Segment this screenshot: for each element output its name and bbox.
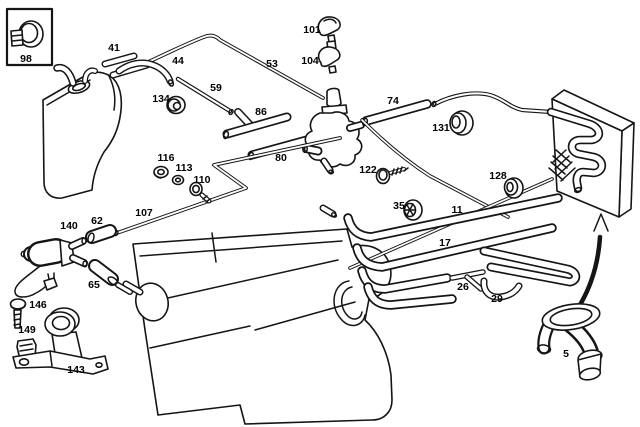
part-label-5: 5 [563,348,569,360]
part-label-35: 35 [393,200,405,212]
part-label-143: 143 [67,364,85,376]
part-labels: 98 41 44 53 59 134 86 80 101 104 74 131 128 122 35 11 17… [18,24,569,376]
part-label-26: 26 [457,281,469,293]
part-label-101: 101 [303,24,321,36]
bracket-143 [12,307,109,375]
bolt-146 [9,298,27,329]
tube-74 [361,99,432,127]
screw-122 [375,166,409,185]
engine-block [122,204,393,425]
check-valve [302,87,365,175]
part-label-113: 113 [176,162,193,174]
grommet-128 [503,177,524,199]
part-label-44: 44 [172,55,184,67]
part-label-41: 41 [108,42,120,54]
part-label-104: 104 [301,55,319,67]
part-label-146: 146 [29,299,47,311]
part-label-131: 131 [432,122,450,134]
part-label-74: 74 [387,95,399,107]
part-label-122: 122 [359,164,377,176]
part-label-53: 53 [266,58,278,70]
bulkhead-panel [546,89,635,218]
grommet-134 [166,95,186,115]
part-label-116: 116 [158,152,175,164]
hose-62 [85,224,117,244]
hose-29 [480,277,523,301]
part-label-62: 62 [91,215,103,227]
tube-bundle [343,193,563,310]
hose-to-panel [431,91,554,115]
part-label-86: 86 [255,106,267,118]
pipe-53 [126,33,325,100]
grommet-35 [403,199,423,221]
grommet-131 [449,110,474,136]
part-label-134: 134 [152,93,170,105]
pipe-from-valve [360,118,510,219]
u-bridge-tube [479,246,581,287]
bolt-110 [189,181,212,204]
part-label-65: 65 [88,279,100,291]
reservoir-tank [42,63,123,199]
part-label-29: 29 [491,293,503,305]
part-label-80: 80 [275,152,287,164]
washer-113 [171,174,185,186]
clip-101 [317,16,341,43]
valve-140 [14,237,88,298]
nut-116 [153,165,169,179]
part-label-11: 11 [451,204,462,216]
hose-65 [88,259,133,295]
part-label-140: 140 [60,220,78,232]
part-label-110: 110 [194,174,211,186]
part-label-59: 59 [210,82,222,94]
part-label-107: 107 [135,207,153,219]
pipe-59 [175,76,234,116]
hose-44 [115,59,175,87]
part-label-149: 149 [18,324,36,336]
connector-26 [449,269,486,292]
part-label-98: 98 [20,53,32,65]
inset-box-clamp-98 [5,7,54,67]
part-label-17: 17 [439,237,451,249]
manifold-5 [536,303,603,381]
clip-104 [317,40,341,74]
part-label-128: 128 [489,170,507,182]
tube-86 [222,108,292,140]
